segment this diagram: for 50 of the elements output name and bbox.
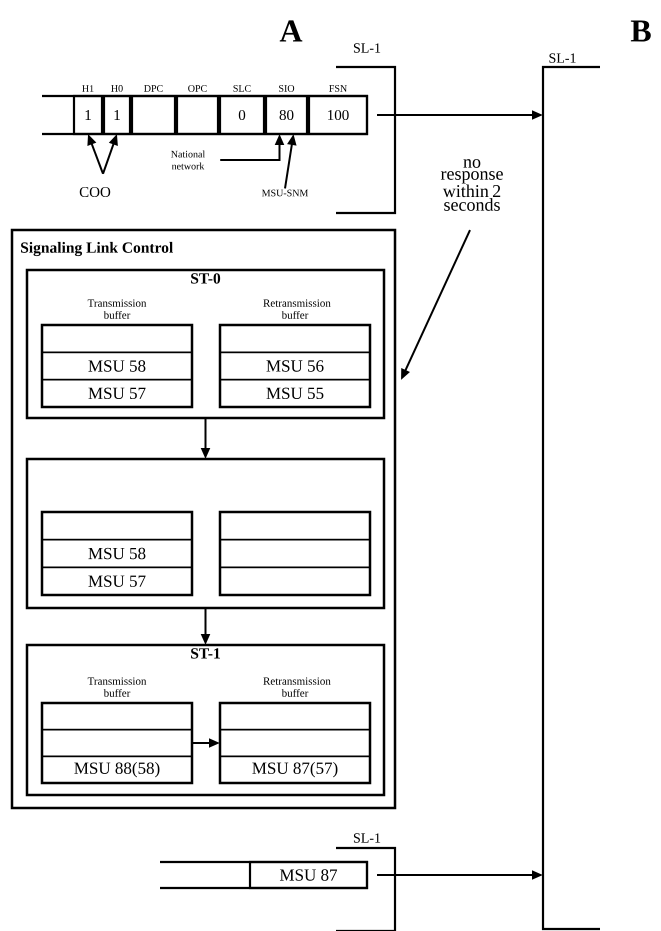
buffer-heading: Transmission buffer xyxy=(88,677,146,697)
buffer-heading: Retransmission buffer xyxy=(263,677,331,697)
link-label: SL-1 xyxy=(354,43,380,53)
buffer-row: MSU 88(58) xyxy=(41,756,193,784)
field-name: FSN xyxy=(329,85,347,92)
note-text: National network xyxy=(171,150,206,170)
buffer-row: MSU 58 xyxy=(41,352,193,380)
buffer-row: MSU 87(57) xyxy=(219,756,371,784)
buffer-heading: Transmission buffer xyxy=(88,299,146,319)
buffer-row xyxy=(41,728,193,758)
buffer-row: MSU 55 xyxy=(219,378,371,408)
buffer-row xyxy=(219,702,371,730)
field-cell: 1 xyxy=(72,94,104,136)
buffer-row xyxy=(219,511,371,540)
field-name: H1 xyxy=(82,85,94,92)
buffer-row xyxy=(219,566,371,596)
field-name: OPC xyxy=(188,85,207,92)
buffer-box xyxy=(218,510,372,596)
station-label: B xyxy=(630,20,651,42)
buffer-box xyxy=(40,510,194,596)
buffer-row: MSU 56 xyxy=(219,352,371,380)
state-heading: ST-1 xyxy=(191,648,220,659)
field-name: SLC xyxy=(234,85,251,92)
state-heading: ST-0 xyxy=(191,273,220,284)
buffer-row: MSU 57 xyxy=(41,378,193,408)
field-cell: 100 xyxy=(308,94,368,136)
buffer-row: MSU 58 xyxy=(41,538,193,568)
field-name: DPC xyxy=(144,85,163,92)
buffer-row xyxy=(219,538,371,568)
field-name: SIO xyxy=(279,85,294,92)
buffer-row xyxy=(219,728,371,758)
field-cell: 0 xyxy=(218,94,266,136)
station-label: A xyxy=(280,20,302,42)
note-text: COO xyxy=(80,186,110,198)
buffer-row xyxy=(219,324,371,354)
buffer-heading: Retransmission buffer xyxy=(263,299,331,319)
field-name: H0 xyxy=(111,85,123,92)
note-text: MSU-SNM xyxy=(262,190,308,196)
field-cell: 1 xyxy=(102,94,132,136)
buffer-row xyxy=(41,702,193,730)
buffer-row xyxy=(41,324,193,354)
note-text: no response within 2 seconds xyxy=(440,159,503,211)
state-box xyxy=(26,458,386,610)
link-label: SL-1 xyxy=(354,833,380,843)
field-cell: MSU 87 xyxy=(248,860,368,890)
panel-heading: Signaling Link Control xyxy=(21,242,173,256)
link-label: SL-1 xyxy=(549,53,576,63)
field-cell: 80 xyxy=(264,94,308,136)
buffer-row xyxy=(41,511,193,540)
buffer-row: MSU 57 xyxy=(41,566,193,596)
